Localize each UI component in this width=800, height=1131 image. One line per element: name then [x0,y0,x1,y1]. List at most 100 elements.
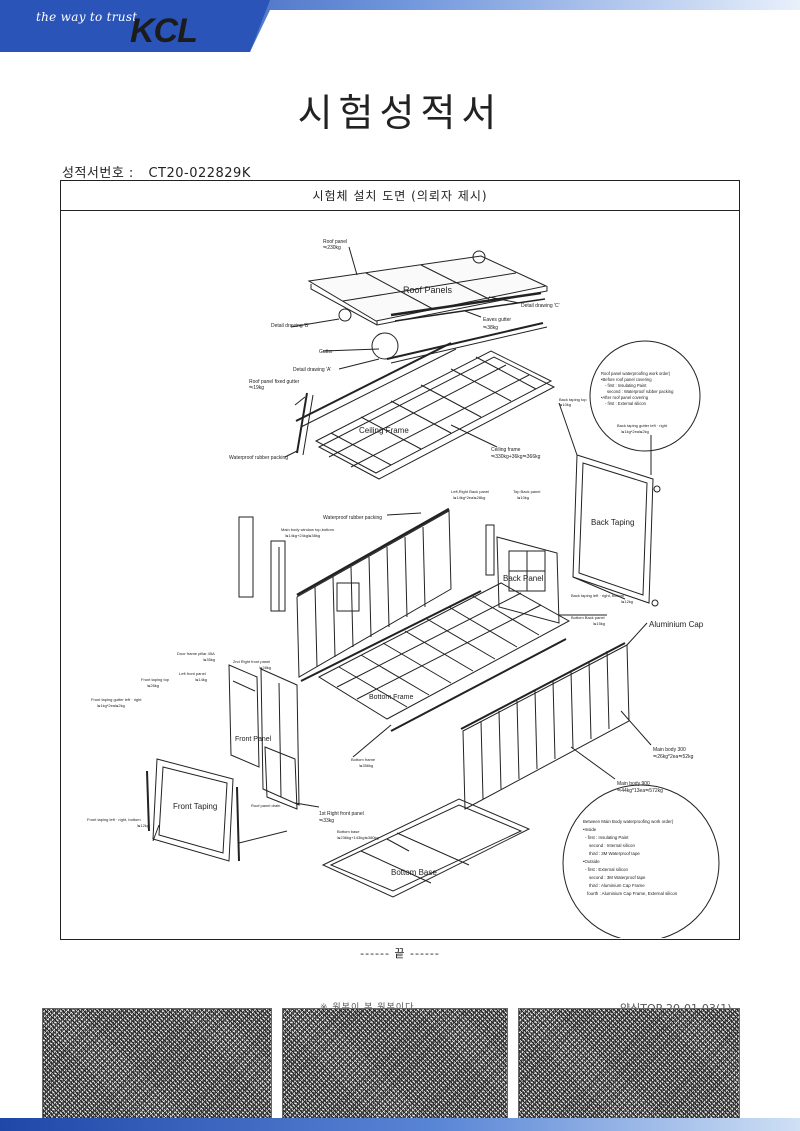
label-first-right-front: 1st Right front panel [319,811,364,817]
label-bottom-frame: Bottom frame [351,757,376,762]
label-roof-panel-drain: Roof panel drain [251,803,280,808]
label-roof-panel-fixed-gutter: Roof panel fixed gutter [249,379,300,385]
label-front-2nd: 2nd Right front panel [233,659,270,664]
body-note-line: Between Main Body waterproofing work ord… [583,819,674,824]
label-bottom-back-panel-weight: ≒15kg [593,621,605,626]
back-panel-part [485,524,560,624]
label-bottom-back-panel: Bottom Back panel [571,615,605,620]
label-ceiling-frame-weight: ≒330kg+36kg≒366kg [491,454,541,460]
label-front-taping-lr-bottom: Front taping left · right, bottom [87,817,141,822]
footer-band [0,1118,800,1131]
body-note-line: second : Internal silicon [589,843,635,848]
header-band: the way to trust KCL [0,0,800,58]
roof-panels-part [307,250,548,326]
front-panel-part [228,664,300,810]
label-roof-panel-fixed-gutter-weight: ≒19kg [249,385,264,391]
body-note-bubble [562,784,720,938]
roof-note-line: •Before roof panel covering [601,377,652,382]
right-main-body-part [460,642,630,810]
label-main-body-900: Main body 900 [617,781,650,787]
label-waterproof-packing-2: Waterproof rubber packing [323,515,382,521]
label-door-frame-pillar-weight: ≒35kg [203,657,215,662]
label-front-taping: Front Taping [173,802,217,811]
label-front-taping-top-weight: ≒26kg [147,683,159,688]
label-back-taping-lr-bottom: Back taping left · right, bottom [571,593,625,598]
label-front-gutter: Front taping gutter left · right [91,697,142,702]
report-number-label: 성적서번호 : [62,166,134,181]
label-roof-panels: Roof Panels [403,285,453,295]
security-pattern-center [282,1008,508,1120]
frame-heading: 시험체 설치 도면 (의뢰자 제시) [61,181,739,211]
label-detail-c: Detail drawing 'C' [521,303,560,309]
label-bottom-base: Bottom base [337,829,360,834]
page-title: 시험성적서 [297,91,503,135]
report-number-value: CT20-022829K [148,166,251,181]
bottom-frame-part [300,582,571,732]
label-front-taping-lr-bottom-weight: ≒12kg [137,823,149,828]
roof-note-line: Roof panel waterproofing work order) [601,371,671,376]
label-bottom-base-weight: ≒236kg+143kg≒380kg [337,835,379,840]
label-front-2nd-weight: ≒28kg [259,665,271,670]
body-note-line: third : 3M Waterproof tape [589,851,640,856]
exploded-assembly-drawing: Roof panel ≒230kg Roof Panels Detail dra… [87,239,720,938]
roof-note-bubble [589,340,701,452]
label-back-gutter: Back taping gutter left · right [617,423,668,428]
label-aluminium-cap: Aluminium Cap [649,620,704,629]
roof-note-line: •After roof panel covering [601,395,649,400]
label-back-taping: Back Taping [591,518,634,527]
label-ceiling-frame: Ceiling frame [491,447,521,453]
label-first-right-front-weight: ≒33kg [319,818,334,824]
front-taping-part [146,758,240,862]
label-detail-a: Detail drawing 'A' [293,367,331,373]
roof-note-line: - first : External silicon [605,401,647,406]
label-left-front-panel: Left front panel [179,671,206,676]
body-note-line: third : Aluminium Cap Frame [589,883,645,888]
kcl-logo: KCL [130,12,198,50]
label-back-taping-lr-bottom-weight: ≒12kg [621,599,633,604]
label-front-panel-text: Front Panel [235,736,272,743]
body-note-line: - first : Insulating Paint [585,835,629,840]
roof-note: Roof panel waterproofing work order) •Be… [601,371,674,406]
label-back-gutter-weight: ≒1kg*2ea≒2kg [621,429,649,434]
label-lr-back-panel: Left,Right Back panel [451,489,489,494]
label-main-body-window: Main body window top,bottom [281,527,335,532]
label-front-taping-top: Front taping top [141,677,170,682]
body-note-line: •Inside [583,827,597,832]
left-main-body-part [296,507,452,678]
label-bottom-frame-weight: ≒356kg [359,763,373,768]
label-left-front-panel-weight: ≒14kg [195,677,207,682]
label-back-taping-top-weight: ≒10kg [559,402,571,407]
security-pattern-left [42,1008,272,1120]
label-main-body-300-weight: ≒26kg*2ea≒52kg [653,754,694,760]
body-note-line: •Outside [583,859,600,864]
bottom-base-part [321,798,531,898]
label-top-back-panel-weight: ≒10kg [517,495,529,500]
report-number-row: 성적서번호 : CT20-022829K [62,162,251,181]
label-lr-back-panel-weight: ≒14kg*2ea≒28kg [453,495,485,500]
label-back-panel: Back Panel [503,574,544,583]
label-door-frame-pillar: Door frame pillar 45A [177,651,215,656]
label-top-back-panel: Top Back panel [513,489,540,494]
drawing-frame: 시험체 설치 도면 (의뢰자 제시) [60,180,740,940]
body-note-line: - first : External silicon [585,867,628,872]
security-pattern-right [518,1008,740,1120]
label-roof-panel: Roof panel [323,239,347,245]
body-note-line: second : 3M Waterproof tape [589,875,646,880]
label-main-body-300: Main body 300 [653,747,686,753]
label-front-gutter-weight: ≒1kg*2ea≒2kg [97,703,125,708]
label-bottom-frame-text: Bottom Frame [369,694,413,701]
end-mark: ------ 끝 ------ [360,947,440,960]
tagline: the way to trust [36,10,138,24]
label-roof-panel-weight: ≒230kg [323,245,341,251]
label-main-body-window-weight: ≒14kg+24kg≒38kg [285,533,320,538]
label-back-taping-top: Back taping top [559,397,587,402]
label-waterproof-packing-1: Waterproof rubber packing [229,455,288,461]
roof-note-line: second : Waterproof rubber packing [607,389,674,394]
label-main-body-900-weight: ≒44kg*13ea≒572kg [617,788,663,794]
label-eaves-gutter-weight: ≒38kg [483,325,498,331]
label-eaves-gutter: Eaves gutter [483,317,511,323]
label-detail-b: Detail drawing 'B' [271,323,309,329]
roof-note-line: - first : Insulating Paint [605,383,647,388]
body-note: Between Main Body waterproofing work ord… [583,819,678,896]
label-ceiling-frame-text: Ceiling Frame [359,426,409,435]
